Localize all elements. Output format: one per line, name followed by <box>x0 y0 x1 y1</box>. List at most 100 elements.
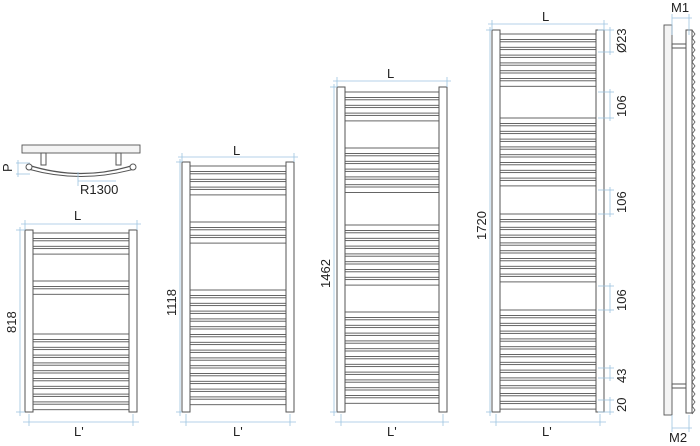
left-post <box>181 161 191 413</box>
towel-bar <box>499 164 597 171</box>
towel-bar <box>499 133 597 140</box>
width-label: L <box>74 208 81 223</box>
height-label: 818 <box>4 311 19 333</box>
m1-label: M1 <box>671 0 689 15</box>
towel-bar <box>189 312 287 320</box>
left-post <box>336 86 346 413</box>
right-post <box>285 161 295 413</box>
bracket <box>115 152 122 166</box>
towel-bar <box>189 165 287 172</box>
towel-bar <box>499 236 597 244</box>
towel-bar <box>499 49 597 56</box>
towel-bar <box>499 364 597 371</box>
towel-bar <box>344 147 440 154</box>
towel-bar <box>344 163 440 170</box>
towel-bar <box>32 349 130 356</box>
towel-bar <box>499 140 597 148</box>
towel-bar <box>499 221 597 228</box>
towel-bar <box>344 373 440 381</box>
towel-bar <box>189 390 287 398</box>
towel-bar <box>189 188 287 196</box>
towel-bar <box>189 398 287 406</box>
left-post <box>491 29 501 413</box>
towel-bar <box>344 186 440 193</box>
tube-end <box>129 163 137 171</box>
towel-bar <box>32 341 130 348</box>
towel-bar <box>499 395 597 402</box>
towel-bar <box>32 280 130 287</box>
towel-bar <box>189 351 287 359</box>
towel-bar <box>344 224 440 231</box>
towel-bar <box>189 383 287 390</box>
tube-end <box>25 163 33 171</box>
towel-bar <box>499 72 597 79</box>
tube-diameter-label: Ø23 <box>614 28 629 53</box>
towel-bar <box>344 311 440 318</box>
wall-section <box>663 24 673 416</box>
towel-bar <box>499 244 597 252</box>
towel-bar <box>499 64 597 72</box>
towel-bar <box>32 403 130 411</box>
towel-bar <box>344 319 440 326</box>
towel-bar <box>499 41 597 48</box>
towel-bar <box>344 170 440 178</box>
towel-bar <box>499 403 597 410</box>
wall-slab <box>21 144 141 154</box>
towel-bar <box>344 114 440 122</box>
towel-bar <box>189 297 287 304</box>
right-post <box>438 86 448 413</box>
towel-bar <box>32 380 130 387</box>
axis-label: L' <box>74 424 84 439</box>
towel-bar <box>499 275 597 283</box>
detail-dimensions: Ø23 106 106 106 43 20 <box>614 28 629 412</box>
towel-bar <box>499 387 597 394</box>
towel-bar <box>499 260 597 267</box>
width-label: L <box>387 66 394 81</box>
left-post <box>24 229 34 413</box>
towel-bar <box>189 375 287 382</box>
towel-bar <box>499 252 597 259</box>
towel-bar <box>189 305 287 312</box>
towel-bar <box>189 237 287 244</box>
towel-bar <box>32 388 130 395</box>
towel-bar <box>32 364 130 372</box>
radius-label: R1300 <box>80 182 118 197</box>
towel-bar <box>344 397 440 404</box>
towel-bar <box>499 172 597 179</box>
towel-bar <box>499 229 597 236</box>
towel-bar <box>32 288 130 295</box>
towel-bar <box>344 240 440 247</box>
towel-bar <box>499 379 597 387</box>
bracket <box>40 152 47 166</box>
curved-bar <box>27 164 135 175</box>
right-post <box>595 29 605 413</box>
towel-bar <box>344 350 440 357</box>
towel-bar <box>344 107 440 114</box>
gap-label: 106 <box>614 191 629 213</box>
towel-bar <box>189 181 287 188</box>
width-label: L <box>233 143 240 158</box>
towel-bar <box>32 372 130 379</box>
towel-bar <box>499 117 597 124</box>
bottom-pitch-label: 43 <box>614 369 629 383</box>
towel-bar <box>189 173 287 180</box>
towel-bar <box>32 395 130 403</box>
bracket-bottom <box>671 383 687 389</box>
towel-bar <box>344 334 440 342</box>
towel-bar <box>344 232 440 239</box>
towel-bar <box>344 91 440 98</box>
gap-label: 106 <box>614 95 629 117</box>
towel-bar <box>499 125 597 132</box>
towel-bar <box>189 328 287 335</box>
towel-bar <box>499 80 597 87</box>
side-view: M1 M2 <box>663 0 696 445</box>
towel-bar <box>344 271 440 278</box>
bottom-offset-label: 20 <box>614 398 629 412</box>
towel-bar <box>32 356 130 364</box>
radiator-post <box>685 29 693 414</box>
towel-bar <box>189 229 287 236</box>
towel-bar <box>32 333 130 340</box>
towel-bar <box>189 344 287 351</box>
